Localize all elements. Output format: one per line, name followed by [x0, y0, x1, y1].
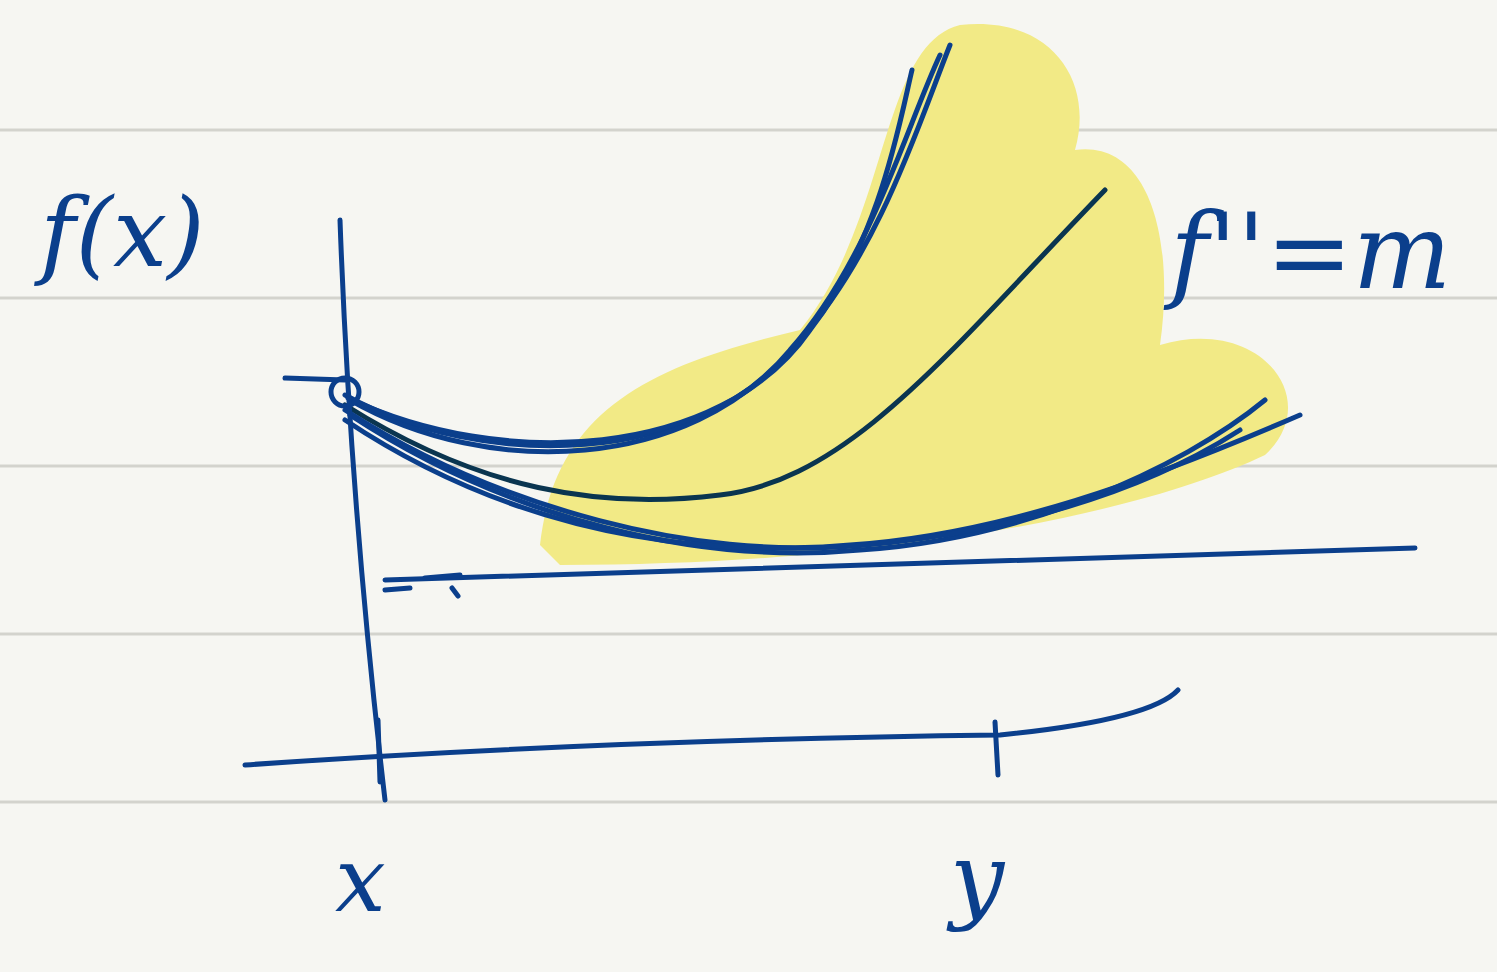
- axis-label: f(x): [40, 185, 205, 281]
- curves: [245, 45, 1415, 800]
- axis-label: y: [950, 830, 1004, 926]
- axis-label: x: [335, 835, 386, 925]
- axis-label: f''=m: [1170, 200, 1451, 304]
